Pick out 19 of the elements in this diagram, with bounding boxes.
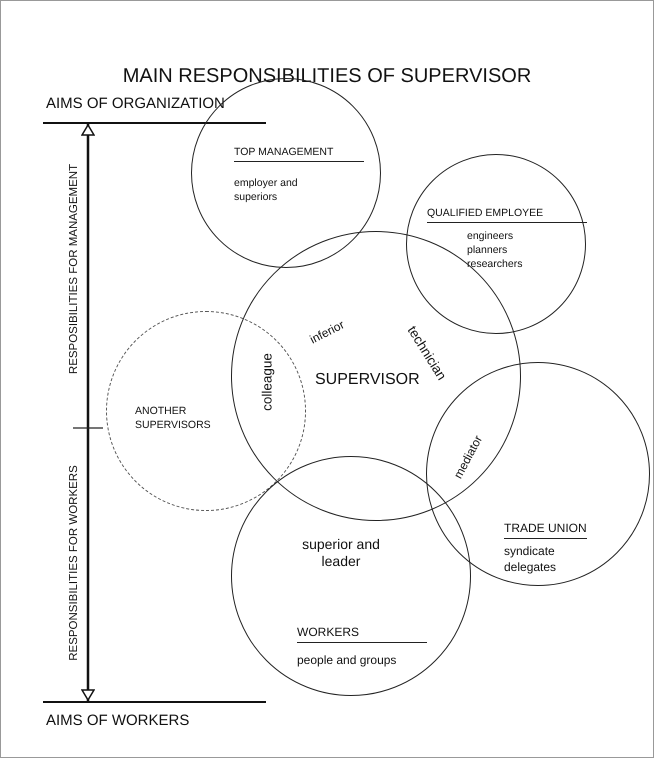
overlap-label: superior and leader <box>301 536 381 570</box>
circle <box>106 311 306 511</box>
body-text: people and groups <box>297 653 396 667</box>
heading-text: WORKERS <box>297 625 427 643</box>
rotated-label: RESPONSIBILITIES FOR WORKERS <box>68 465 80 661</box>
heading-text: QUALIFIED EMPLOYEE <box>427 207 587 223</box>
rotated-label: RESPOSIBILITIES FOR MANAGEMENT <box>68 164 80 374</box>
overlap-label: colleague <box>260 353 274 411</box>
title: MAIN RESPONSIBILITIES OF SUPERVISOR <box>122 65 532 88</box>
heading-text: TOP MANAGEMENT <box>234 146 364 162</box>
heading-text: ANOTHER SUPERVISORS <box>135 404 212 432</box>
double-arrow <box>81 124 95 701</box>
body-text: employer and superiors <box>234 176 299 204</box>
body-text: engineers planners researchers <box>467 229 524 272</box>
heading-text: TRADE UNION <box>504 521 587 539</box>
circle <box>231 231 521 521</box>
body-text: syndicate delegates <box>504 543 558 576</box>
heading-text: AIMS OF ORGANIZATION <box>46 95 225 112</box>
heading-text: AIMS OF WORKERS <box>46 712 190 729</box>
